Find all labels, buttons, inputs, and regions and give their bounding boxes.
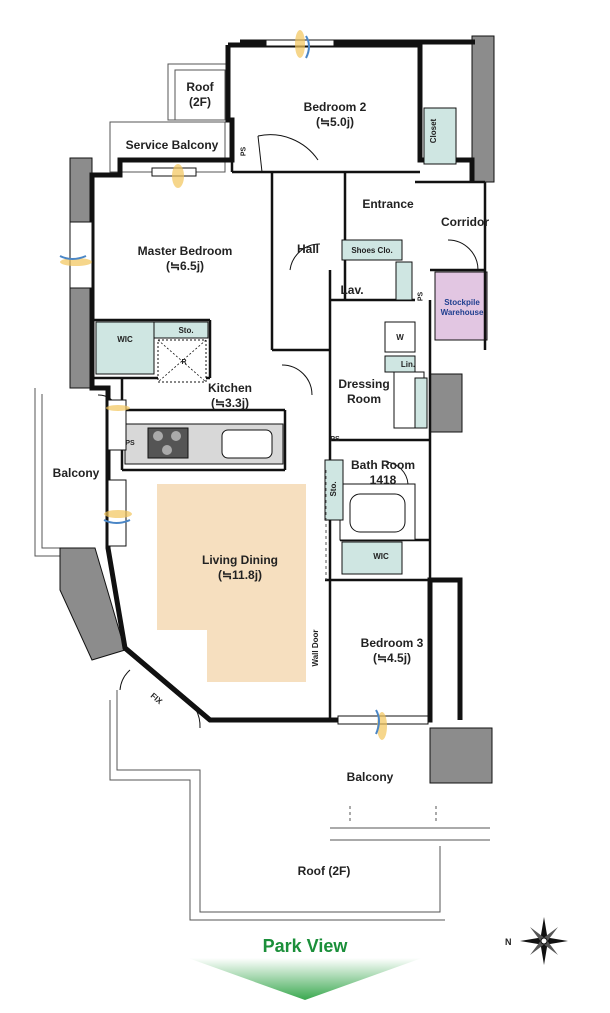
dressing-sub: Room bbox=[346, 392, 381, 406]
bath-name: Bath Room bbox=[351, 458, 415, 472]
compass-north-label: N bbox=[505, 937, 512, 947]
stockpile-fill bbox=[434, 271, 488, 341]
fixtures bbox=[95, 107, 457, 575]
kitchen-name: Kitchen bbox=[207, 381, 253, 395]
lav-label: Lav. bbox=[340, 283, 364, 297]
bedroom3-label: Bedroom 3(≒4.5j) bbox=[361, 636, 424, 666]
sto2-label: Sto. bbox=[329, 481, 338, 497]
stockpile-sub: Warehouse bbox=[440, 308, 484, 317]
service-balcony-label: Service Balcony bbox=[125, 138, 219, 152]
bedroom3-size: (≒4.5j) bbox=[372, 651, 412, 665]
park-view-arrow bbox=[188, 958, 422, 1000]
r-label: R bbox=[181, 359, 187, 366]
ps-mark-3: PS bbox=[330, 436, 340, 443]
kitchen-counter bbox=[124, 339, 284, 465]
living-label: Living Dining(≒11.8j) bbox=[202, 553, 278, 583]
closet-label: Closet bbox=[429, 118, 438, 144]
living-size: (≒11.8j) bbox=[217, 568, 263, 582]
kitchen-size: (≒3.3j) bbox=[210, 396, 250, 410]
wall-door-label: Wall Door bbox=[311, 629, 320, 667]
dressing-name: Dressing bbox=[338, 377, 390, 391]
wic1-label: WIC bbox=[117, 335, 133, 344]
kitchen-label: Kitchen(≒3.3j) bbox=[208, 381, 252, 411]
doors bbox=[97, 134, 479, 729]
lin-label: Lin. bbox=[400, 360, 416, 369]
master-bedroom-label: Master Bedroom(≒6.5j) bbox=[138, 244, 233, 274]
master-bedroom-size: (≒6.5j) bbox=[165, 259, 205, 273]
bedroom2-size: (≒5.0j) bbox=[315, 115, 355, 129]
bath-sub: 1418 bbox=[369, 473, 397, 487]
roof-top-label: Roof(2F) bbox=[186, 80, 213, 110]
roof-bottom-label: Roof (2F) bbox=[297, 864, 351, 878]
ps-mark-4: PS bbox=[417, 291, 425, 302]
ps-mark-1: PS bbox=[240, 146, 248, 157]
shoes-label: Shoes Clo. bbox=[351, 246, 393, 255]
windows bbox=[59, 30, 429, 740]
balcony-bottom-label: Balcony bbox=[346, 770, 394, 784]
compass-icon bbox=[520, 917, 568, 965]
roof-top-name: Roof bbox=[186, 80, 214, 94]
sto1-label: Sto. bbox=[178, 326, 194, 335]
ps-mark-2: PS bbox=[125, 440, 135, 447]
park-view-label: Park View bbox=[262, 936, 348, 956]
living-floor bbox=[157, 484, 306, 682]
dashed-lines bbox=[325, 470, 437, 822]
master-bedroom-name: Master Bedroom bbox=[137, 244, 233, 258]
living-name: Living Dining bbox=[202, 553, 278, 567]
bedroom3-name: Bedroom 3 bbox=[360, 636, 424, 650]
entrance-label: Entrance bbox=[362, 197, 414, 211]
bedroom2-label: Bedroom 2(≒5.0j) bbox=[304, 100, 367, 130]
hall-label: Hall bbox=[296, 242, 320, 256]
roof-top-sub: (2F) bbox=[188, 95, 211, 109]
wic2-label: WIC bbox=[373, 552, 389, 561]
w-label: W bbox=[396, 333, 404, 342]
corridor-label: Corridor bbox=[441, 215, 489, 229]
balcony-left-label: Balcony bbox=[52, 466, 100, 480]
stockpile-name: Stockpile bbox=[444, 298, 480, 307]
bedroom2-name: Bedroom 2 bbox=[303, 100, 367, 114]
